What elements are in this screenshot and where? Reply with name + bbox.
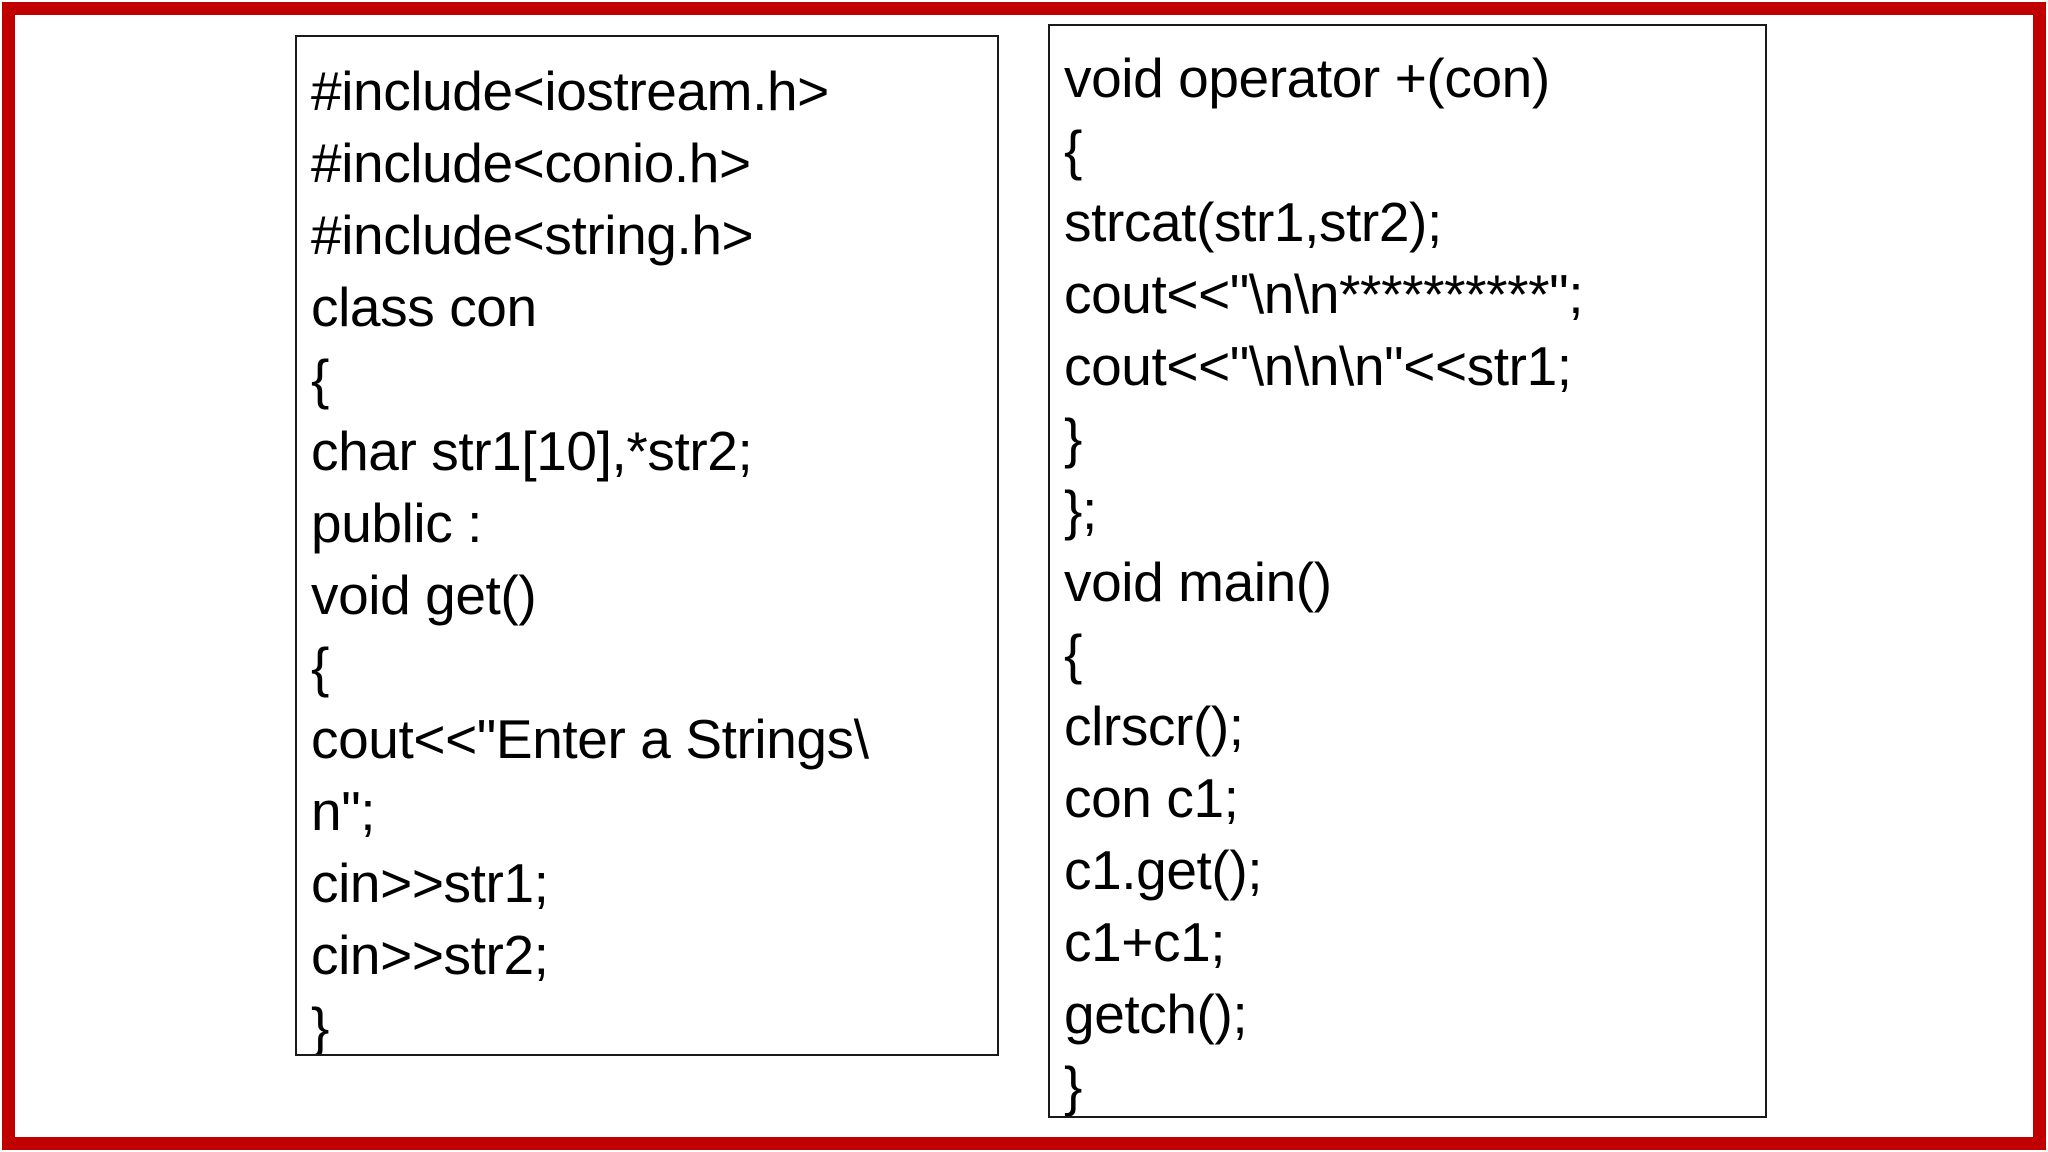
code-line: char str1[10],*str2;	[311, 420, 753, 482]
code-line: cin>>str1;	[311, 852, 549, 914]
code-line: con c1;	[1064, 767, 1239, 829]
code-line: cout<<"Enter a Strings\	[311, 708, 869, 770]
code-line: {	[1064, 623, 1082, 685]
code-line: }	[1064, 407, 1082, 469]
code-line: void main()	[1064, 551, 1332, 613]
code-line: void get()	[311, 564, 537, 626]
right-code-listing: void operator +(con) { strcat(str1,str2)…	[1064, 42, 1757, 1117]
code-line: cout<<"\n\n\n"<<str1;	[1064, 335, 1572, 397]
code-line: #include<string.h>	[311, 204, 754, 266]
code-line: c1.get();	[1064, 839, 1263, 901]
code-line: }	[1064, 1055, 1082, 1117]
code-line: #include<conio.h>	[311, 132, 751, 194]
code-line: strcat(str1,str2);	[1064, 191, 1442, 253]
right-code-panel: void operator +(con) { strcat(str1,str2)…	[1048, 24, 1767, 1118]
code-line: {	[1064, 119, 1082, 181]
code-line: public :	[311, 492, 483, 554]
left-code-panel: #include<iostream.h> #include<conio.h> #…	[295, 35, 999, 1056]
code-line: {	[311, 348, 329, 410]
code-line: c1+c1;	[1064, 911, 1226, 973]
code-line: };	[1064, 479, 1097, 541]
code-line: void operator +(con)	[1064, 47, 1550, 109]
code-line: {	[311, 636, 329, 698]
code-line: }	[311, 996, 329, 1056]
left-code-listing: #include<iostream.h> #include<conio.h> #…	[311, 55, 989, 1056]
code-line: class con	[311, 276, 537, 338]
code-line: clrscr();	[1064, 695, 1244, 757]
code-line: getch();	[1064, 983, 1248, 1045]
code-line: cout<<"\n\n**********";	[1064, 263, 1584, 325]
code-line: cin>>str2;	[311, 924, 549, 986]
code-line: n";	[311, 780, 376, 842]
code-line: #include<iostream.h>	[311, 60, 829, 122]
